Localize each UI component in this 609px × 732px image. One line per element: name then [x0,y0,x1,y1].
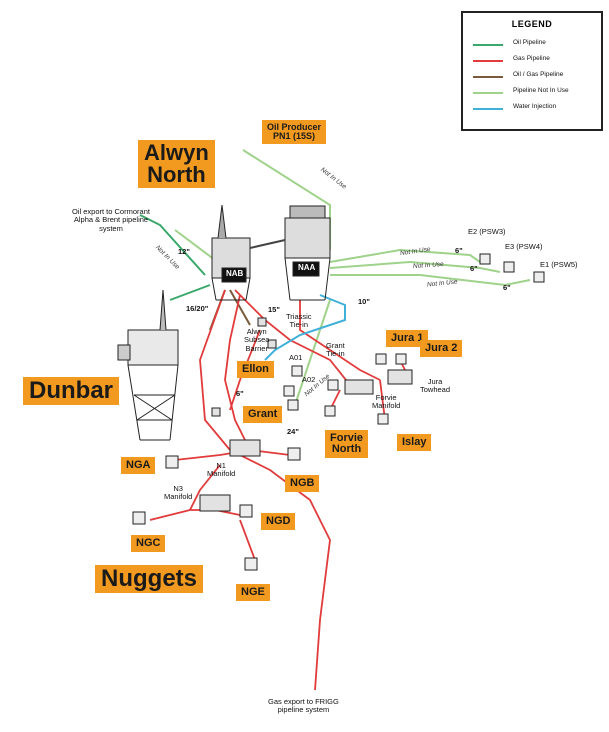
legend-title: LEGEND [511,19,553,29]
pipe-size-12: 12" [178,247,190,256]
field-dunbar: Dunbar [23,377,119,405]
platform-bridge [249,239,286,249]
legend-swatch-gas [473,60,503,62]
legend-label: Water Injection [513,103,557,110]
legend-oil-gas-pipeline: Oil / Gas Pipeline [473,71,597,83]
label-e2: E2 (PSW3) [468,227,506,236]
label-oil-export: Oil export to Cormorant Alpha & Brent pi… [72,207,150,233]
label-gas-export: Gas export to FRIGG pipeline system [268,697,339,715]
pipe-size-6: 6" [470,264,478,273]
tag-forvie-north: Forvie North [325,430,369,458]
label-a02: A02 [302,375,316,384]
legend-swatch-oil [473,44,503,46]
label-nab: NAB [226,269,244,278]
legend: LEGEND Oil Pipeline Gas Pipeline Oil / G… [461,11,603,131]
legend-water-injection: Water Injection [473,103,597,115]
label-triassic-tie-in: Triassic Tie-in [286,312,312,330]
water-injection-pipelines [264,294,346,361]
field-alwyn-north: Alwyn North [138,140,215,188]
label-e3: E3 (PSW4) [505,242,543,251]
tag-islay: Islay [397,434,432,451]
pipe-size-6: 6" [503,283,511,292]
legend-not-in-use: Pipeline Not In Use [473,87,597,99]
label-e1: E1 (PSW5) [540,260,578,269]
tag-ellon: Ellon [237,361,274,378]
tag-ngd: NGD [261,513,296,530]
dunbar-platform [117,289,179,441]
legend-label: Oil / Gas Pipeline [513,71,564,78]
label-n3-manifold: N3 Manifold [164,484,193,502]
legend-label: Pipeline Not In Use [513,87,569,94]
label-jura-towhead: Jura Towhead [420,377,451,395]
tag-jura-1: Jura 1 [386,330,429,347]
naa-platform [284,205,331,301]
pipe-size-16-20: 16/20" [186,304,209,313]
label-n1-manifold: N1 Manifold [207,461,236,479]
manifolds [199,317,413,512]
tag-ngc: NGC [131,535,166,552]
legend-oil-pipeline: Oil Pipeline [473,39,597,51]
oil-gas-pipelines [209,289,251,331]
label-alwyn-subsea-barrier: Alwyn Subsea Barrier [244,327,270,353]
label-forvie-manifold: Forvie Manifold [372,393,401,411]
tag-oil-producer: Oil Producer PN1 (15S) [262,120,327,144]
tag-nge: NGE [236,584,270,601]
pipe-size-6: 6" [455,246,463,255]
legend-label: Oil Pipeline [513,39,546,46]
field-nuggets: Nuggets [95,565,203,593]
legend-swatch-water [473,108,503,110]
tag-nga: NGA [121,457,156,474]
legend-label: Gas Pipeline [513,55,550,62]
legend-swatch-oil-gas [473,76,503,78]
pipe-size-10: 10" [358,297,370,306]
oil-pipelines [139,214,211,301]
label-grant-tie-in: Grant Tie-in [326,341,345,359]
wellheads [132,253,545,571]
gas-pipelines [149,289,411,691]
legend-swatch-not-in-use [473,92,503,94]
tag-jura-2: Jura 2 [420,340,463,357]
pipe-size-6: 6" [236,389,244,398]
label-naa: NAA [298,263,316,272]
tag-ngb: NGB [285,475,320,492]
nab-platform [211,204,251,301]
legend-gas-pipeline: Gas Pipeline [473,55,597,67]
pipe-size-24: 24" [287,427,299,436]
tag-grant: Grant [243,406,283,423]
pipe-size-15: 15" [268,305,280,314]
label-a01: A01 [289,353,303,362]
